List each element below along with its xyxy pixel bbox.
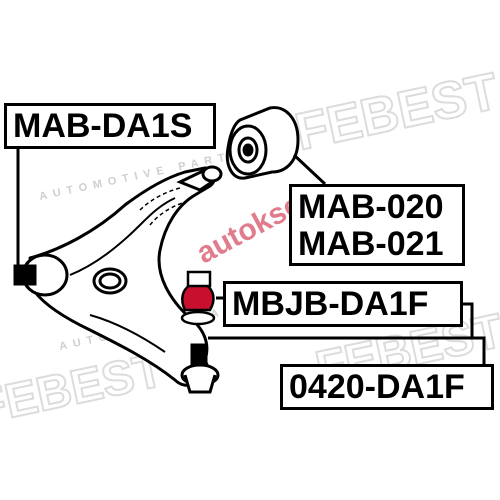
ball-joint-boot: [180, 270, 216, 326]
label-mbjb-da1f: MBJB-DA1F: [223, 281, 463, 327]
arm-shaft: [176, 165, 223, 192]
rear-bushing: [225, 106, 300, 180]
label-0420-da1f: 0420-DA1F: [280, 364, 494, 410]
part-number-mab-021: MAB-021: [298, 225, 444, 263]
label-mab-da1s: MAB-DA1S: [4, 103, 216, 149]
part-number-mab-da1s: MAB-DA1S: [13, 107, 193, 145]
leader-lines: [16, 149, 486, 364]
watermark-brand: FEBEST: [290, 62, 500, 161]
part-number-mab-020: MAB-020: [298, 188, 444, 226]
front-bushing: [13, 253, 69, 297]
ball-joint: [180, 343, 220, 394]
control-arm: [28, 166, 217, 387]
part-number-0420-da1f: 0420-DA1F: [289, 368, 465, 406]
label-mab-020-021: MAB-020 MAB-021: [289, 184, 465, 266]
part-number-mbjb-da1f: MBJB-DA1F: [232, 285, 429, 323]
